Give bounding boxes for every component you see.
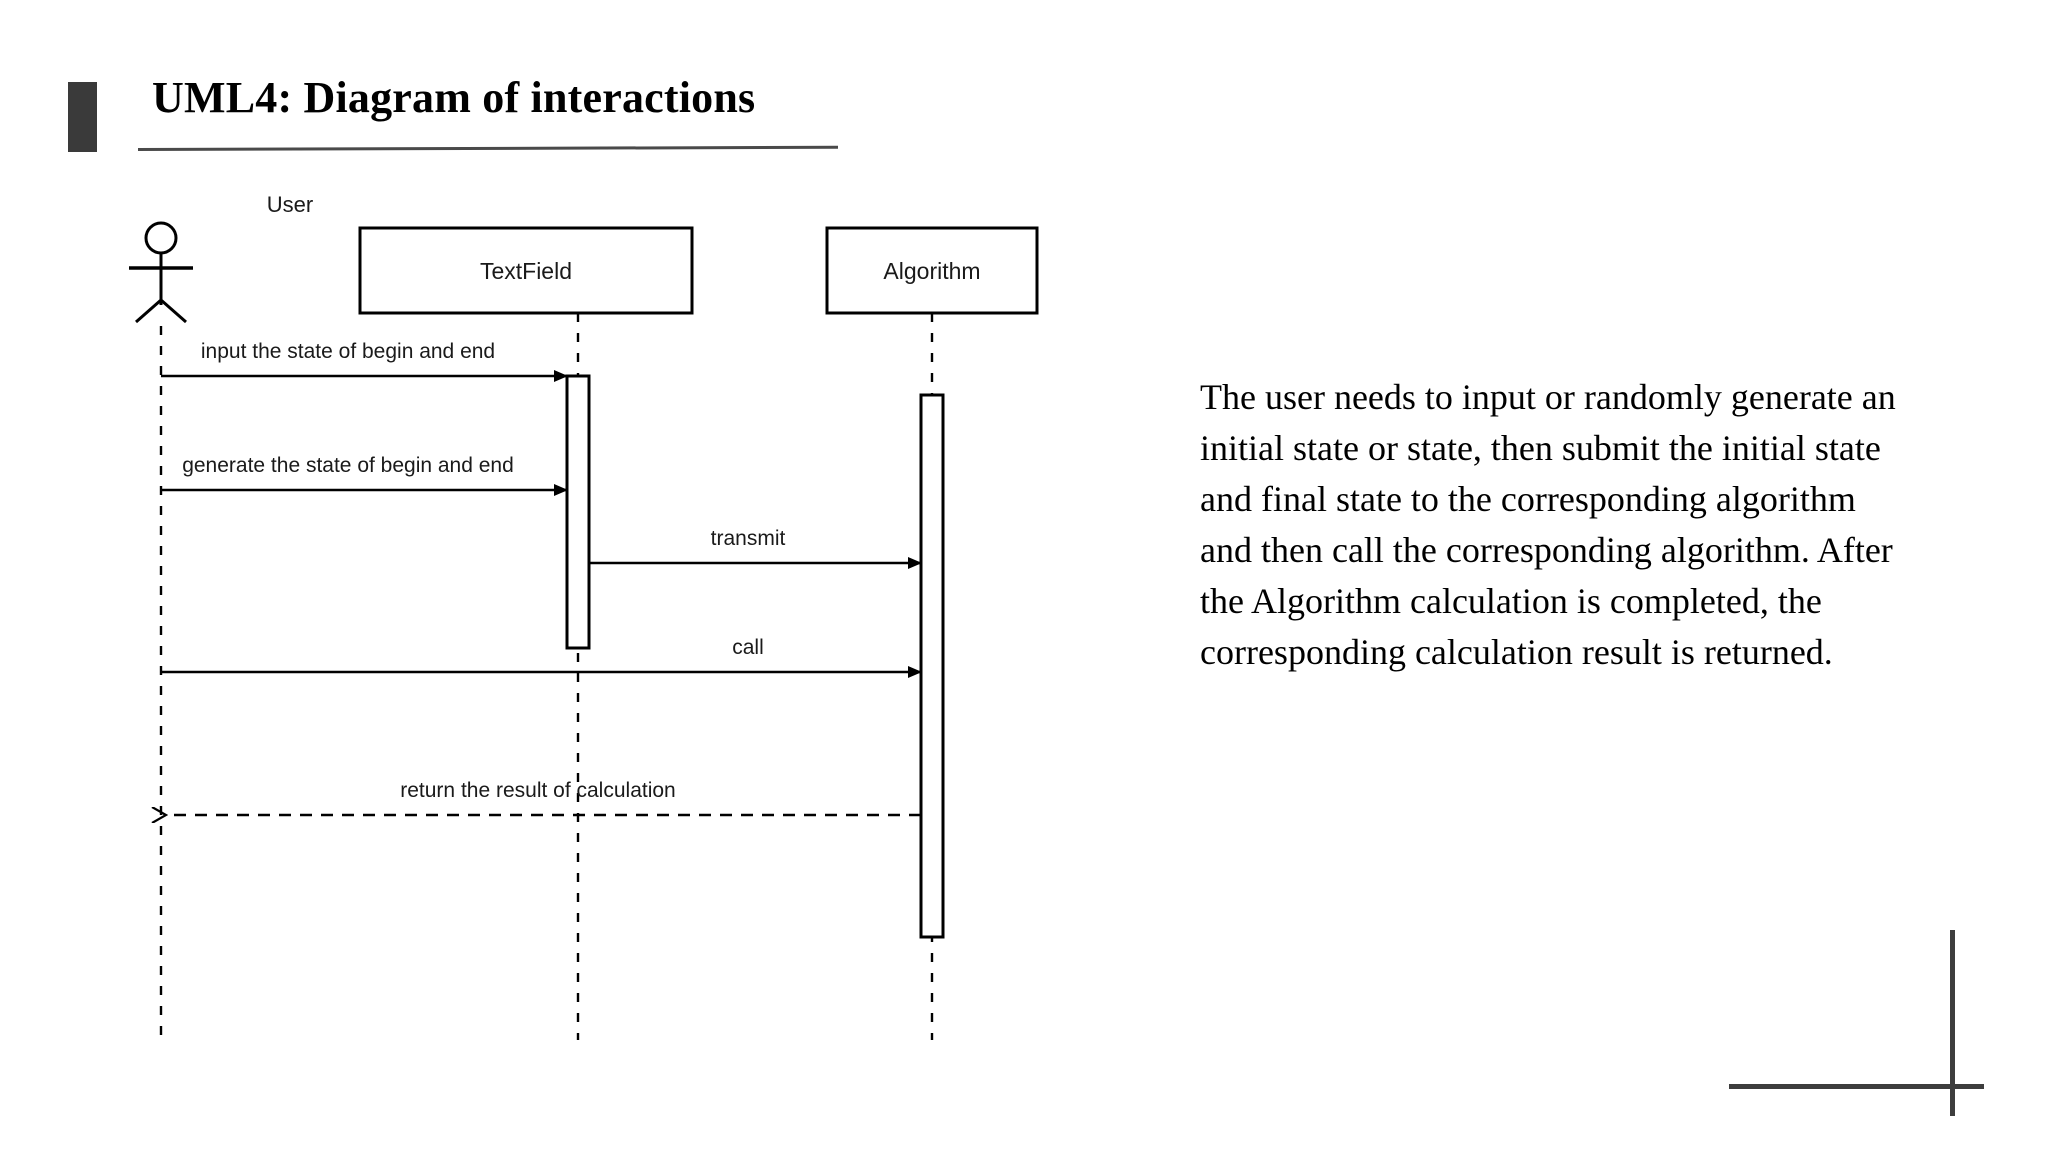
participant-label-algorithm: Algorithm bbox=[883, 258, 980, 284]
message-label-input-state: input the state of begin and end bbox=[201, 340, 495, 363]
message-label-generate-state: generate the state of begin and end bbox=[182, 454, 514, 477]
participant-label-user: User bbox=[267, 192, 313, 217]
message-label-return-result: return the result of calculation bbox=[400, 779, 675, 802]
title-accent-bar bbox=[68, 82, 97, 152]
participant-user-actor bbox=[129, 221, 193, 324]
page-title: UML4: Diagram of interactions bbox=[152, 73, 756, 122]
message-label-call: call bbox=[732, 636, 764, 659]
crosshair-vertical-line bbox=[1950, 930, 1955, 1116]
message-call: call bbox=[161, 636, 922, 678]
activation-bar-textfield bbox=[565, 374, 591, 650]
message-label-transmit: transmit bbox=[711, 527, 786, 550]
uml-sequence-diagram: User TextField Algorithm input the state… bbox=[129, 192, 1039, 1040]
message-generate-state: generate the state of begin and end bbox=[161, 454, 568, 496]
participant-label-textfield: TextField bbox=[480, 258, 572, 284]
crosshair-horizontal-line bbox=[1729, 1084, 1984, 1089]
activation-bar-algorithm bbox=[919, 393, 945, 939]
participant-box-textfield bbox=[358, 226, 694, 315]
description-paragraph: The user needs to input or randomly gene… bbox=[1200, 377, 1896, 672]
message-return-result: return the result of calculation bbox=[166, 779, 921, 815]
message-transmit: transmit bbox=[589, 527, 922, 569]
message-input-state: input the state of begin and end bbox=[161, 340, 568, 382]
